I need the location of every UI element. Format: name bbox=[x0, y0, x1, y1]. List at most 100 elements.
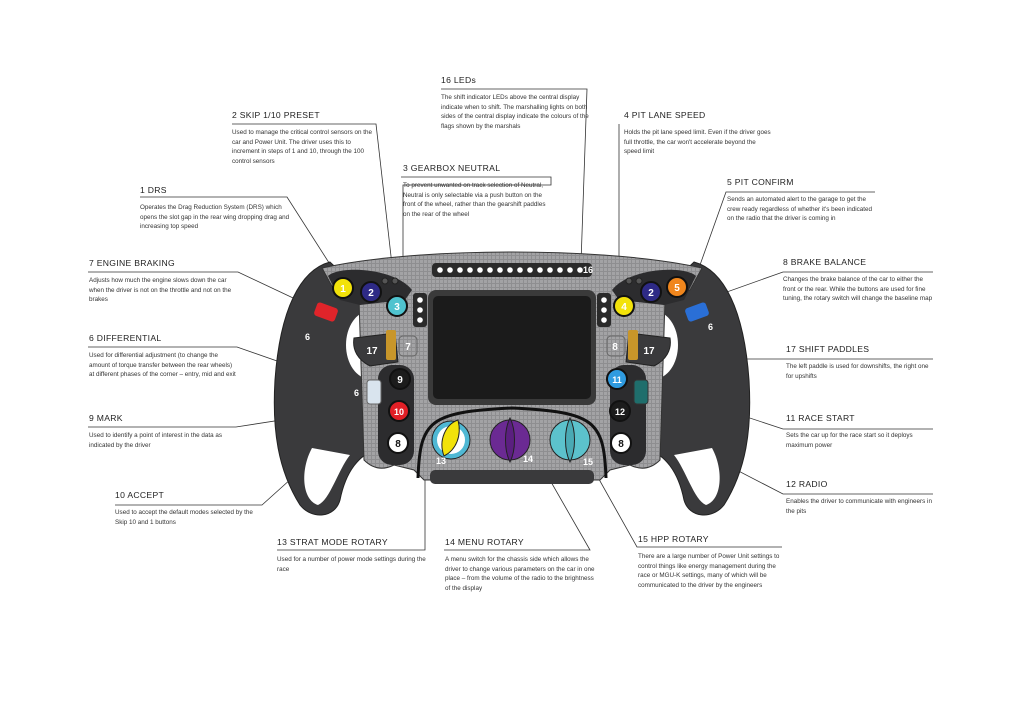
engine-braking-button[interactable] bbox=[398, 335, 418, 357]
callout-title: 3 GEARBOX NEUTRAL bbox=[403, 163, 501, 173]
callout-title: 5 PIT CONFIRM bbox=[727, 177, 794, 187]
toggle-right-b[interactable] bbox=[635, 277, 643, 285]
leds-label: 16 bbox=[583, 265, 593, 275]
skip-button-left[interactable] bbox=[360, 281, 382, 303]
brake-balance-button[interactable] bbox=[606, 335, 626, 357]
callout-gearbox-neutral: 3 GEARBOX NEUTRAL To prevent unwanted on… bbox=[403, 163, 553, 219]
engine-braking-thumbwheel[interactable] bbox=[313, 302, 338, 323]
pit-confirm-button[interactable] bbox=[666, 276, 688, 298]
callout-strat-mode-rotary: 13 STRAT MODE ROTARY Used for a number o… bbox=[277, 537, 427, 574]
toggle-left-b[interactable] bbox=[391, 277, 399, 285]
leader-line-13 bbox=[277, 470, 426, 551]
leader-line-3 bbox=[401, 176, 552, 265]
lower-tab bbox=[430, 470, 594, 484]
shift-led bbox=[447, 267, 453, 273]
shift-led bbox=[477, 267, 483, 273]
callout-body: Holds the pit lane speed limit. Even if … bbox=[624, 129, 771, 156]
callout-differential: 6 DIFFERENTIAL Used for differential adj… bbox=[89, 333, 239, 380]
callout-title: 9 MARK bbox=[89, 413, 123, 423]
callout-body: Changes the brake balance of the car to … bbox=[783, 276, 933, 303]
callout-hpp-rotary: 15 HPP ROTARY There are a large number o… bbox=[638, 534, 788, 590]
differential-thumbwheel[interactable] bbox=[366, 379, 382, 405]
callout-title: 13 STRAT MODE ROTARY bbox=[277, 537, 388, 547]
callout-body: Enables the driver to communicate with e… bbox=[786, 498, 932, 515]
callout-body: There are a large number of Power Unit s… bbox=[638, 553, 780, 589]
callout-body: Used to accept the default modes selecte… bbox=[115, 509, 253, 526]
callout-title: 6 DIFFERENTIAL bbox=[89, 333, 162, 343]
callout-body: The left paddle is used for downshifts, … bbox=[786, 363, 929, 380]
neutral-button[interactable] bbox=[386, 295, 408, 317]
callout-body: Sets the car up for the race start so it… bbox=[786, 432, 913, 449]
mark-button[interactable] bbox=[389, 368, 411, 390]
shift-led bbox=[437, 267, 443, 273]
shift-led bbox=[467, 267, 473, 273]
accept-button[interactable] bbox=[388, 400, 410, 422]
callout-title: 17 SHIFT PADDLES bbox=[786, 344, 870, 354]
callout-title: 11 RACE START bbox=[786, 413, 855, 423]
shift-led bbox=[507, 267, 513, 273]
hpp-rotary[interactable] bbox=[549, 416, 591, 464]
callout-title: 16 LEDs bbox=[441, 75, 477, 85]
callout-body: A menu switch for the chassis side which… bbox=[445, 556, 595, 592]
marshal-light bbox=[601, 307, 607, 313]
brake-balance-button-label: 8 bbox=[612, 342, 618, 353]
drs-button-label: 1 bbox=[340, 284, 346, 295]
shift-led bbox=[527, 267, 533, 273]
marshal-light bbox=[417, 297, 423, 303]
shift-led bbox=[517, 267, 523, 273]
skip-button-right[interactable] bbox=[640, 281, 662, 303]
callout-title: 14 MENU ROTARY bbox=[445, 537, 524, 547]
drs-button[interactable] bbox=[332, 277, 354, 299]
right-paddle-label: 17 bbox=[643, 346, 655, 357]
callout-engine-braking: 7 ENGINE BRAKING Adjusts how much the en… bbox=[89, 258, 239, 305]
shift-led bbox=[557, 267, 563, 273]
race-start-button[interactable] bbox=[606, 368, 628, 390]
button-8-right[interactable] bbox=[610, 432, 632, 454]
button-8-left[interactable] bbox=[387, 432, 409, 454]
toggle-right-a[interactable] bbox=[625, 277, 633, 285]
callout-body: To prevent unwanted on track selection o… bbox=[403, 182, 546, 218]
toggle-left-a[interactable] bbox=[381, 277, 389, 285]
pit-limiter-button[interactable] bbox=[613, 295, 635, 317]
callout-mark: 9 MARK Used to identify a point of inter… bbox=[89, 413, 239, 450]
strat-mode-rotary[interactable] bbox=[431, 419, 471, 460]
callout-race-start: 11 RACE START Sets the car up for the ra… bbox=[786, 413, 936, 450]
leader-line-16 bbox=[441, 88, 588, 264]
callout-title: 8 BRAKE BALANCE bbox=[783, 257, 867, 267]
central-display bbox=[433, 296, 591, 399]
marshal-light bbox=[417, 317, 423, 323]
engine-braking-rotary[interactable] bbox=[386, 330, 396, 360]
shift-leds bbox=[437, 267, 583, 273]
callout-pit-confirm: 5 PIT CONFIRM Sends an automated alert t… bbox=[727, 177, 877, 224]
shift-led bbox=[457, 267, 463, 273]
hpp-rotary-label: 15 bbox=[583, 457, 593, 467]
radio-button[interactable] bbox=[609, 400, 631, 422]
menu-rotary[interactable] bbox=[489, 416, 531, 464]
leader-line-2 bbox=[232, 123, 393, 266]
pit-confirm-button-label: 5 bbox=[674, 283, 680, 294]
leader-line-1 bbox=[140, 196, 341, 281]
callout-body: Used for a number of power mode settings… bbox=[277, 556, 426, 573]
callout-body: Used for differential adjustment (to cha… bbox=[89, 352, 236, 379]
left-grip bbox=[273, 261, 376, 516]
callout-leds: 16 LEDs The shift indicator LEDs above t… bbox=[441, 75, 591, 131]
accept-button-label: 10 bbox=[394, 407, 404, 417]
neutral-button-label: 3 bbox=[394, 302, 400, 313]
strat-mode-rotary-label: 13 bbox=[436, 456, 446, 466]
menu-rotary-label: 14 bbox=[523, 454, 533, 464]
callout-body: The shift indicator LEDs above the centr… bbox=[441, 94, 589, 130]
brake-balance-thumbwheel[interactable] bbox=[684, 302, 709, 323]
brake-balance-rotary[interactable] bbox=[628, 330, 638, 360]
rotary-tray bbox=[416, 406, 608, 479]
race-start-thumbwheel[interactable] bbox=[633, 379, 649, 405]
callout-title: 10 ACCEPT bbox=[115, 490, 165, 500]
callout-body: Sends an automated alert to the garage t… bbox=[727, 196, 873, 223]
radio-button-label: 12 bbox=[615, 407, 625, 417]
callout-radio: 12 RADIO Enables the driver to communica… bbox=[786, 479, 936, 516]
leader-line-15 bbox=[576, 439, 782, 548]
skip-button-left-label: 2 bbox=[368, 288, 374, 299]
callout-shift-paddles: 17 SHIFT PADDLES The left paddle is used… bbox=[786, 344, 936, 381]
callout-drs: 1 DRS Operates the Drag Reduction System… bbox=[140, 185, 290, 232]
marshal-light bbox=[601, 297, 607, 303]
callout-title: 15 HPP ROTARY bbox=[638, 534, 709, 544]
